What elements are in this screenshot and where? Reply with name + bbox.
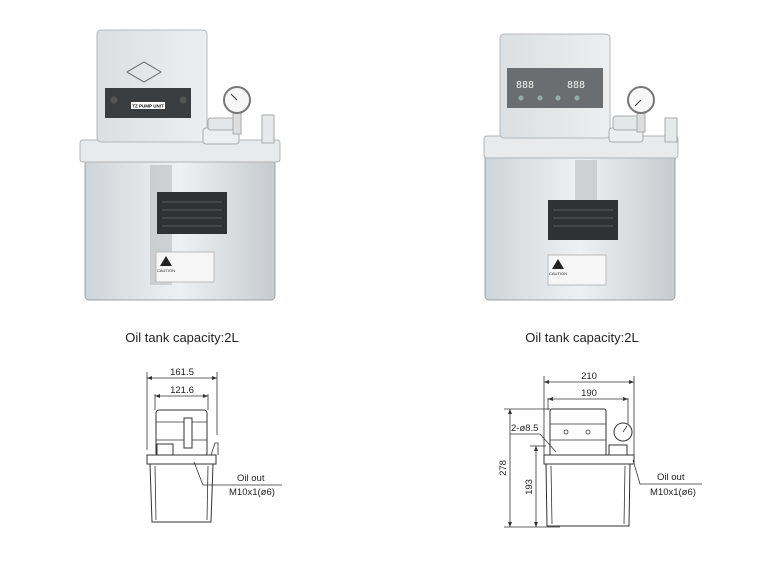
- brand-logo: [126, 61, 162, 83]
- oil-out-label: Oil out: [657, 472, 685, 483]
- mounting-bracket: [261, 114, 275, 144]
- oil-out-label: Oil out: [237, 473, 265, 484]
- dim-inner-width: 190: [581, 388, 597, 399]
- dim-outer-width: 210: [581, 371, 597, 382]
- dimension-drawing-right: 210 190 278 193 2-ø8.5 Oil out M10x1(ø6): [498, 371, 702, 528]
- dim-outer-width: 161.5: [170, 367, 194, 378]
- oil-out-spec: M10x1(ø6): [229, 487, 275, 498]
- display-right: 888: [567, 80, 585, 91]
- caption-left: Oil tank capacity:2L: [125, 330, 238, 345]
- dim-total-height: 278: [498, 460, 509, 476]
- panel-label: TZ PUMP UNIT: [132, 104, 164, 109]
- warning-icon: [160, 256, 172, 266]
- dim-tank-height: 193: [524, 479, 535, 495]
- mounting-bracket: [664, 117, 678, 143]
- dim-inner-width: 121.6: [170, 385, 194, 396]
- warning-icon: [552, 259, 564, 269]
- caution-text: CAUTION: [549, 271, 567, 276]
- oil-out-spec: M10x1(ø6): [650, 487, 696, 498]
- filler-cap: [612, 115, 640, 131]
- caption-right: Oil tank capacity:2L: [525, 330, 638, 345]
- dimension-drawing-left: 161.5 121.6 Oil out M10x1(ø6): [146, 367, 282, 523]
- caution-label: [155, 251, 215, 283]
- digital-display-panel: [507, 68, 603, 108]
- caution-text: CAUTION: [157, 268, 175, 273]
- tank-lid: [79, 139, 281, 163]
- product-photo-digital-pump: 888 888 CAUTION: [483, 33, 679, 301]
- spec-nameplate: [157, 192, 227, 234]
- display-left: 888: [516, 80, 534, 91]
- tank-lid: [483, 135, 679, 159]
- spec-nameplate: [548, 200, 618, 240]
- panel-buttons: [518, 95, 580, 101]
- caution-label: [547, 254, 607, 286]
- filler-cap: [207, 117, 235, 131]
- product-photo-manual-pump: TZ PUMP UNIT CAUTION: [79, 29, 281, 301]
- pump-housing: [96, 29, 208, 143]
- hole-spec-label: 2-ø8.5: [511, 423, 538, 434]
